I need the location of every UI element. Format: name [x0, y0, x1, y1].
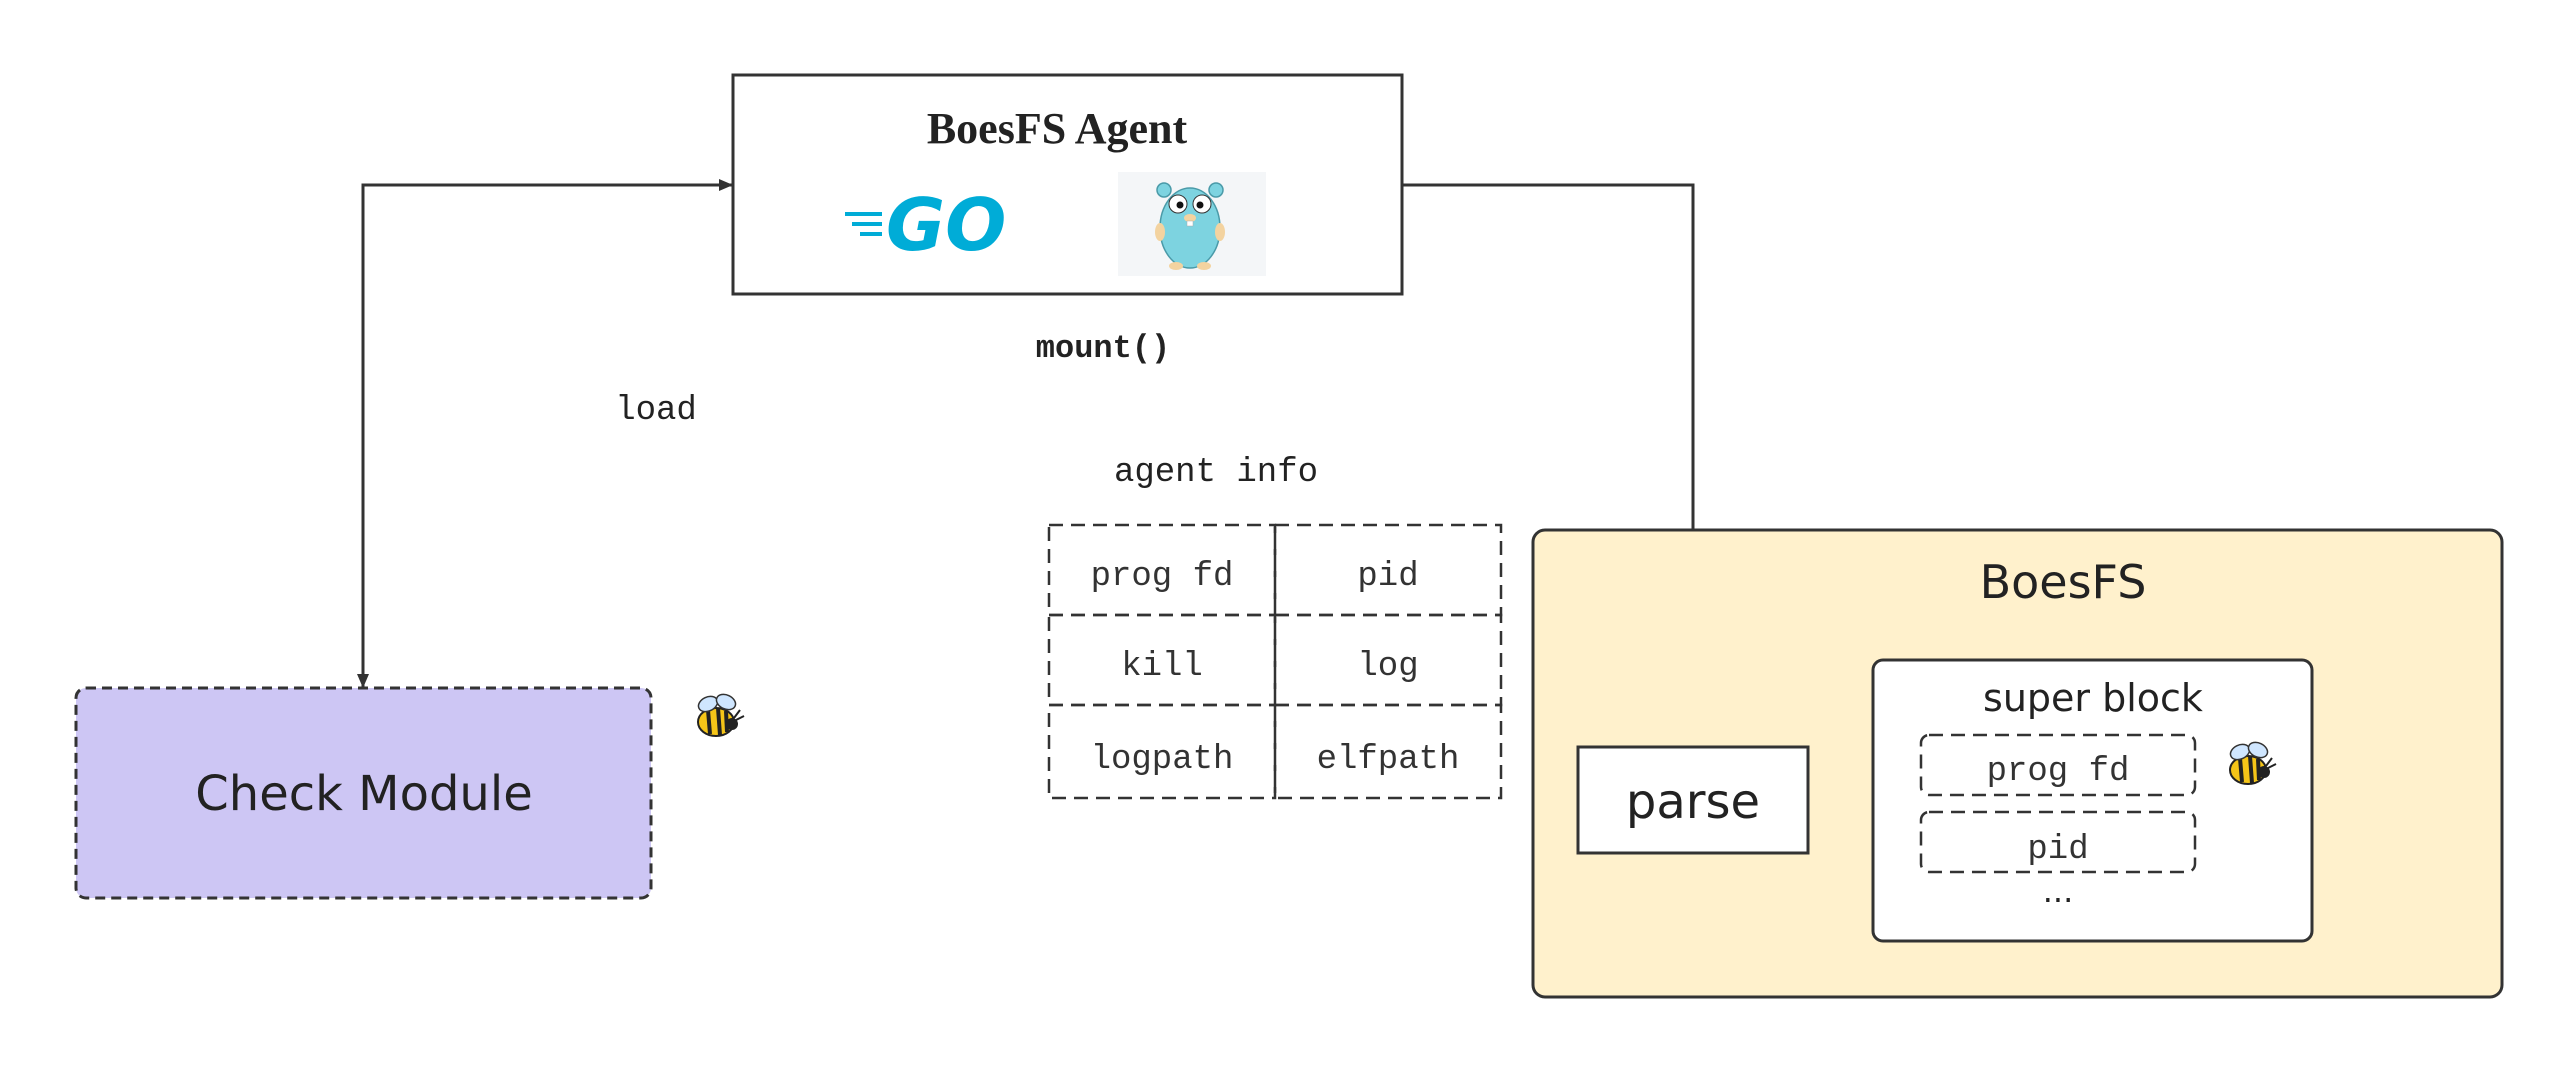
parse-label: parse: [1626, 774, 1760, 830]
agent-info-row: prog fd pid: [1047, 523, 1503, 617]
agent-info-row: logpath elfpath: [1047, 703, 1503, 800]
agent-info-cell-text: log: [1357, 648, 1418, 686]
check-module-label: Check Module: [195, 766, 532, 822]
parse-box: parse: [1576, 745, 1810, 855]
agent-title: BoesFS Agent: [927, 104, 1188, 153]
load-label: load: [615, 392, 697, 430]
boesfs-container: BoesFS parse super block prog fd pid ...: [1531, 528, 2504, 999]
boesfs-title: BoesFS: [1980, 555, 2147, 609]
super-block-title: super block: [1983, 676, 2203, 720]
super-block-field-text: prog fd: [1987, 753, 2130, 791]
super-block-field: [1919, 733, 2197, 797]
agent-info-row: kill log: [1047, 613, 1503, 707]
agent-info-cell-text: pid: [1357, 558, 1418, 596]
bee-icon: [693, 689, 746, 738]
agent-info-cell: [1273, 703, 1503, 800]
go-logo-icon: GO: [845, 183, 1006, 267]
go-logo-text: GO: [886, 183, 1006, 267]
agent-info-table: prog fd pid kill log logpath elfpath: [1047, 523, 1503, 800]
boesfs-agent-box: BoesFS Agent GO: [731, 73, 1404, 296]
agent-info-cell-text: logpath: [1091, 741, 1234, 779]
load-arrow: [361, 179, 733, 687]
agent-info-label: agent info: [1114, 454, 1318, 492]
agent-info-cell-text: prog fd: [1091, 558, 1234, 596]
gopher-mascot-icon: [1118, 172, 1266, 276]
super-block-field-text: pid: [2027, 831, 2088, 869]
super-block-more: ...: [2043, 872, 2074, 910]
agent-info-cell-text: elfpath: [1317, 741, 1460, 779]
agent-info-cell-text: kill: [1121, 648, 1203, 686]
super-block-box: super block prog fd pid ...: [1871, 658, 2314, 943]
check-module-box: Check Module: [74, 686, 653, 900]
agent-info-cell: [1047, 703, 1277, 800]
super-block-field: [1919, 810, 2197, 874]
mount-label: mount(): [1036, 330, 1170, 367]
